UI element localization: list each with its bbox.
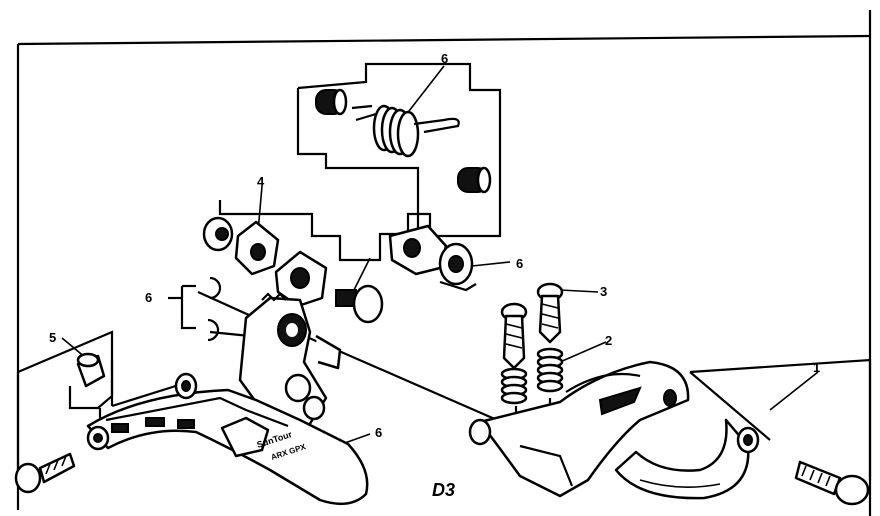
pivot-pin-icon	[335, 284, 384, 324]
clamp-bolt-icon	[794, 460, 870, 506]
e-clip-icon	[209, 276, 222, 300]
callout-4: 4	[257, 174, 265, 189]
callout-6-spring: 6	[441, 51, 448, 66]
clamp-band	[614, 418, 760, 500]
limit-screw-right	[536, 282, 564, 393]
clamp-body	[468, 360, 690, 498]
callout-3: 3	[600, 284, 607, 299]
callout-6-pivot: 6	[516, 256, 523, 271]
callout-1: 1	[813, 360, 820, 375]
return-spring-assembly	[315, 88, 492, 194]
callout-6-clips: 6	[145, 290, 152, 305]
spring-icon	[500, 367, 528, 405]
cage-bolt-icon	[14, 452, 76, 494]
callout-labels: 6 4 6 6 3 2 5 1 6	[49, 51, 820, 440]
chain-cage: SunTour ARX GPX	[86, 388, 369, 506]
cage-bolt-assembly	[14, 352, 198, 494]
limit-screw-left	[500, 302, 528, 405]
spring-icon	[536, 347, 564, 393]
derailleur-body	[238, 292, 342, 432]
callout-5: 5	[49, 330, 56, 345]
e-clip-icon	[207, 318, 220, 342]
page-code: D3	[432, 480, 455, 500]
retaining-clips	[207, 276, 222, 342]
link-plate-set	[202, 216, 477, 324]
coil-spring	[372, 104, 420, 158]
callout-6-cage: 6	[375, 425, 382, 440]
callout-2: 2	[605, 333, 612, 348]
